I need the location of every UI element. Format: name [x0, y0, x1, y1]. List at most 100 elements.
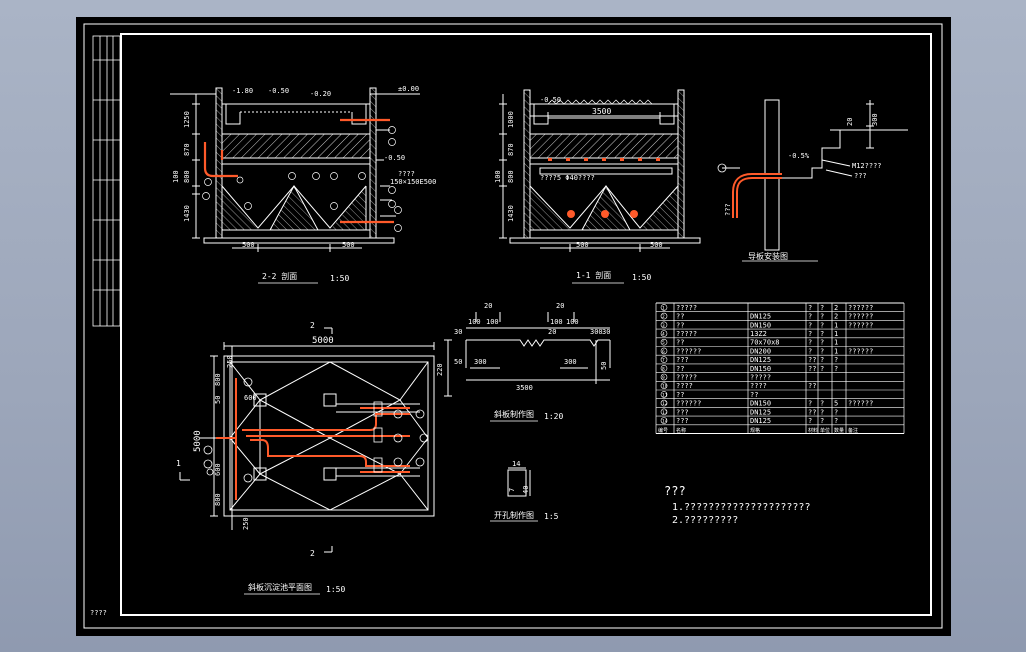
- s22-dim-500a: 500: [242, 241, 255, 249]
- table-cell: ??: [808, 408, 816, 416]
- table-cell: ?: [820, 339, 824, 347]
- table-cell: 8: [662, 366, 665, 372]
- table-header-cell: 编号: [658, 427, 668, 434]
- table-cell: ??????: [848, 347, 873, 355]
- table-cell: 2: [834, 313, 838, 321]
- table-cell: DN125: [750, 408, 771, 416]
- pd-dim-20c: 20: [548, 328, 556, 336]
- table-cell: 1: [834, 330, 838, 338]
- table-cell: ???: [676, 356, 689, 364]
- table-cell: 6: [662, 349, 665, 355]
- table-cell: ???: [676, 417, 689, 425]
- table-cell: ??: [676, 339, 684, 347]
- pd-dim-30b: 30: [602, 328, 610, 336]
- di-dim-20: 20: [846, 118, 854, 126]
- pd-dim-300b: 300: [474, 358, 487, 366]
- di-slope: -0.5%: [788, 152, 810, 160]
- plan-section-mark-bottom: 2: [310, 549, 315, 558]
- s22-elev-3: -0.50: [384, 154, 405, 162]
- table-cell: DN150: [750, 321, 771, 329]
- s22-dim-870: 870: [183, 143, 191, 156]
- corner-label: ????: [90, 609, 107, 617]
- plan-dim-800a: 800: [214, 373, 222, 386]
- di-label3: ???: [724, 203, 732, 216]
- table-cell: 1: [834, 339, 838, 347]
- table-cell: 12: [662, 401, 668, 407]
- section-2-2: ±0.00 -0.50 -0.20 -1.80 -0.50 ???? 150×1…: [170, 85, 436, 284]
- table-row-marker: [660, 373, 668, 381]
- table-row-marker: [660, 364, 668, 372]
- table-cell: 13Z2: [750, 330, 767, 338]
- pd-dim-100d: 100: [566, 318, 579, 326]
- table-cell: DN150: [750, 365, 771, 373]
- plan-dim-800b: 800: [214, 493, 222, 506]
- table-cell: ?: [808, 321, 812, 329]
- table-cell: ?????: [676, 330, 697, 338]
- pd-dim-50b: 50: [600, 362, 608, 370]
- plan-scale: 1:50: [326, 585, 345, 594]
- table-cell: ?: [808, 339, 812, 347]
- table-cell: ??: [676, 365, 684, 373]
- pd-dim-30a: 30: [454, 328, 462, 336]
- pd-dim-20a: 20: [484, 302, 492, 310]
- table-cell: 2: [834, 304, 838, 312]
- s22-elev-left: -1.80: [232, 87, 253, 95]
- table-cell: 2: [662, 314, 665, 320]
- table-cell: 5: [834, 400, 838, 408]
- table-cell: DN150: [750, 400, 771, 408]
- title-strip: [92, 35, 121, 327]
- pd-scale: 1:20: [544, 412, 563, 421]
- table-cell: ??: [676, 321, 684, 329]
- s22-dim-800: 800: [183, 170, 191, 183]
- s22-opening: 150×150E500: [390, 178, 436, 186]
- table-cell: ???: [676, 408, 689, 416]
- table-cell: ??: [750, 391, 758, 399]
- table-cell: DN125: [750, 313, 771, 321]
- table-cell: ?: [820, 356, 824, 364]
- table-row-marker: [660, 356, 668, 363]
- table-cell: ?????: [676, 374, 697, 382]
- table-cell: ?????: [676, 304, 697, 312]
- table-row-marker: [660, 338, 668, 346]
- plan-dim-250a: 250: [226, 355, 234, 368]
- table-cell: 3: [662, 323, 665, 329]
- table-cell: ?: [834, 356, 838, 364]
- table-cell: DN125: [750, 417, 771, 425]
- table-cell: 14: [662, 419, 668, 425]
- table-cell: 9: [662, 375, 665, 381]
- pd-dim-50a: 50: [454, 358, 462, 366]
- table-header-cell: 单位: [820, 427, 830, 434]
- di-label2: ???: [854, 172, 867, 180]
- table-row-marker: [660, 330, 668, 337]
- pd-dim-100c: 100: [550, 318, 563, 326]
- s22-dim-500b: 500: [342, 241, 355, 249]
- hole-detail: 14 7 40 开孔制作图 1:5: [490, 460, 559, 522]
- plan-section-mark-top: 2: [310, 321, 315, 330]
- plan-dim-50: 50: [214, 396, 222, 404]
- s22-elev-1: -0.50: [268, 87, 289, 95]
- table-row-marker: [660, 408, 668, 416]
- table-cell: ??????: [848, 313, 873, 321]
- hd-dim-40: 40: [522, 486, 530, 494]
- plan-dim-top: 5000: [312, 336, 334, 346]
- table-cell: ?: [808, 400, 812, 408]
- table-cell: ?: [820, 400, 824, 408]
- table-cell: ??????: [848, 304, 873, 312]
- table-cell: ?: [808, 330, 812, 338]
- table-cell: ??: [808, 382, 816, 390]
- table-cell: 1: [834, 347, 838, 355]
- table-cell: 1: [834, 321, 838, 329]
- table-cell: 7: [662, 358, 665, 364]
- pd-dim-300a: 300: [590, 328, 603, 336]
- table-cell: ??: [676, 391, 684, 399]
- plan-dim-600a: 600: [244, 394, 257, 402]
- table-cell: 11: [662, 392, 668, 398]
- plan-dim-left: 5000: [193, 430, 203, 452]
- s11-dim-top: 3500: [592, 107, 611, 116]
- hd-dim-14: 14: [512, 460, 520, 468]
- pd-dim-100a: 100: [468, 318, 481, 326]
- notes-line2: 2.?????????: [672, 515, 738, 526]
- table-header-cell: 数量: [834, 427, 844, 434]
- table-cell: ?????: [750, 374, 771, 382]
- table-row-marker: [660, 304, 668, 311]
